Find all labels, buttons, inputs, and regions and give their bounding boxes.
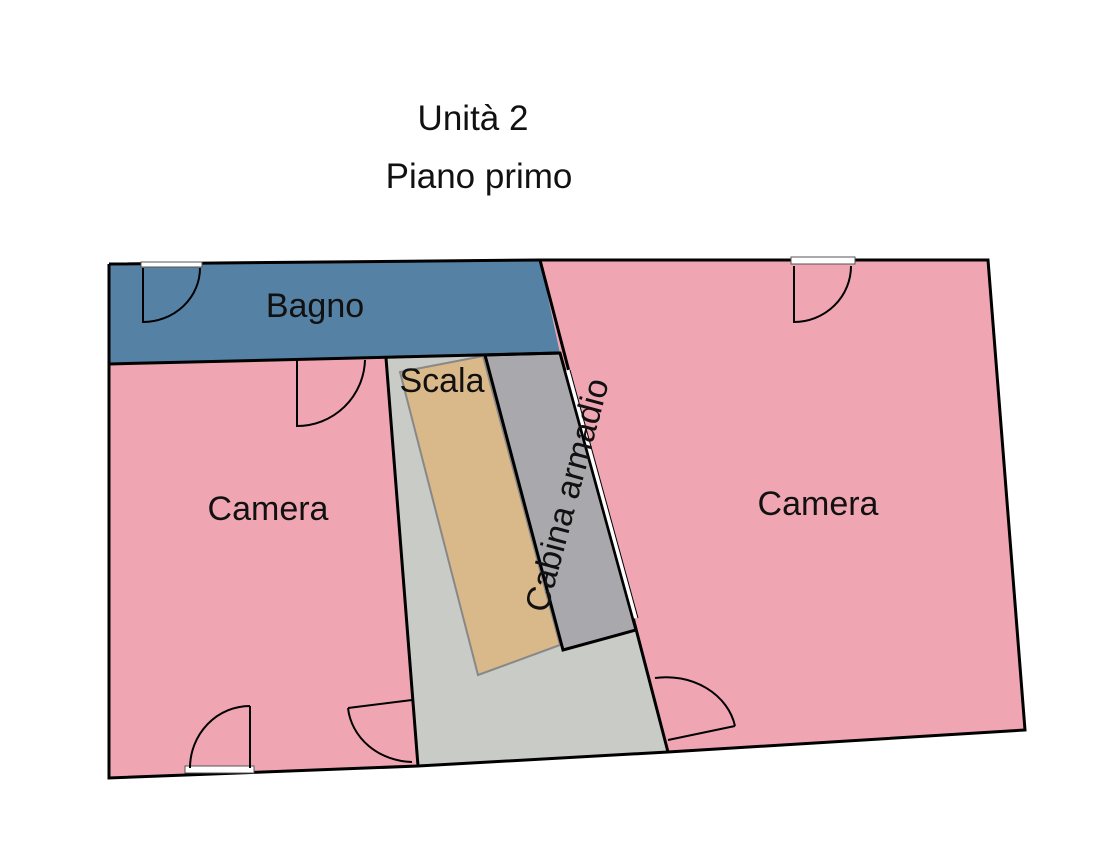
window [140, 261, 203, 268]
door-swing [793, 265, 852, 324]
room-label-scala: Scala [399, 362, 484, 400]
room-bagno [109, 260, 560, 364]
door-swing [654, 676, 736, 741]
stair [398, 354, 562, 677]
door-swing [296, 358, 366, 428]
door-swing [189, 705, 251, 769]
room-label-bagno: Bagno [266, 287, 364, 325]
unit-title: Unità 2 [418, 99, 529, 138]
window [566, 369, 638, 619]
room-camera-right [540, 260, 1025, 752]
wall [108, 351, 561, 366]
floor-title: Piano primo [386, 157, 573, 196]
room-label-camera-right: Camera [758, 485, 879, 523]
door-swing [142, 267, 201, 324]
room-label-camera-left: Camera [208, 490, 329, 528]
window [790, 256, 856, 265]
window [184, 765, 255, 774]
door-swing [347, 699, 413, 763]
room-camera-left [109, 358, 418, 778]
wall [384, 357, 420, 767]
window-edge [569, 369, 639, 619]
outer-wall [107, 258, 1027, 780]
